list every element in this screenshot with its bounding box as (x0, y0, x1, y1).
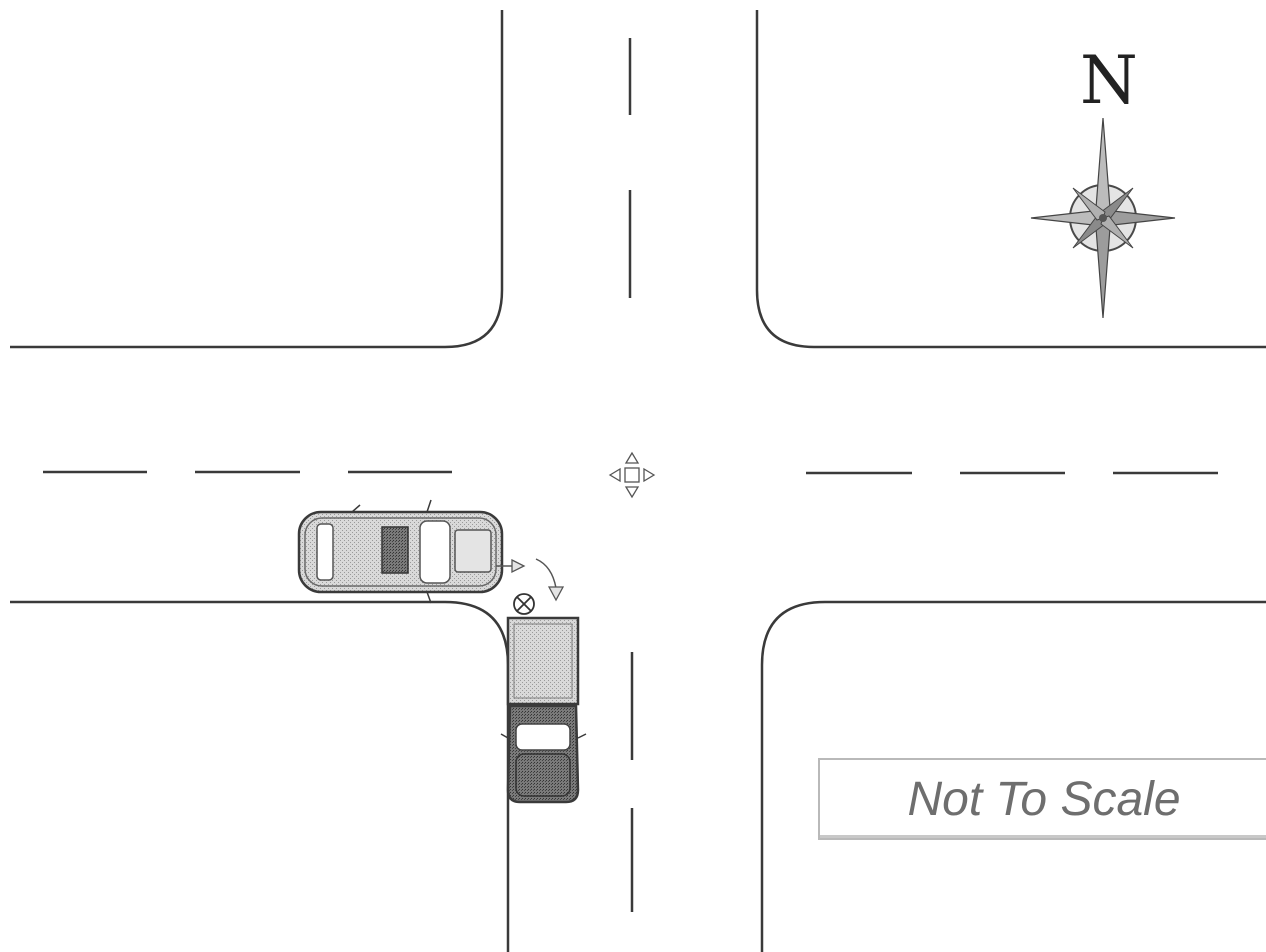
not-to-scale-box: Not To Scale (818, 758, 1266, 840)
curb-lines (10, 10, 1266, 952)
curb-southwest (10, 600, 510, 952)
turn-path-arrow-icon (535, 558, 565, 602)
pickup-truck-vehicle-icon (500, 616, 587, 804)
compass-north-label: N (1080, 42, 1138, 119)
curb-northeast (755, 10, 1266, 349)
compass-rose-icon (1030, 117, 1176, 319)
car-vehicle-icon (297, 499, 504, 604)
curb-southeast (760, 600, 1266, 952)
lane-markings (43, 38, 1218, 912)
turn-signal-arrow-icon (496, 558, 526, 574)
impact-marker-icon (513, 593, 535, 615)
not-to-scale-label: Not To Scale (907, 773, 1181, 826)
curb-northwest (10, 10, 504, 349)
move-handle-icon[interactable] (608, 451, 656, 499)
